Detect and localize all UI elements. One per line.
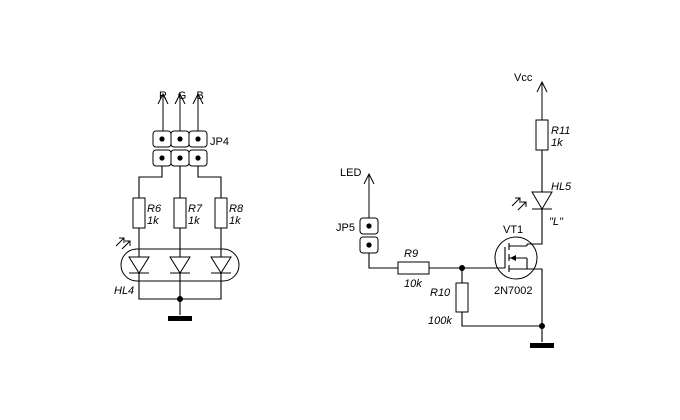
- indicator-led-circuit: Vcc R11 1k HL5 "L" LED: [336, 72, 572, 348]
- led-hl5-caption: "L": [549, 216, 564, 228]
- resistor-r6-ref: R6: [147, 203, 162, 215]
- signal-arrow-g: G: [174, 90, 187, 131]
- wire-r8-top: [197, 166, 222, 198]
- resistor-r6: R6 1k: [132, 197, 162, 229]
- diode-red: [128, 256, 150, 274]
- vcc-arrow: Vcc: [514, 72, 548, 120]
- ground-symbol: [530, 343, 554, 348]
- resistor-r11: R11 1k: [535, 119, 570, 151]
- light-emission-icon: [511, 197, 527, 211]
- junction-dot: [539, 323, 545, 329]
- wire-r10-ground: [461, 312, 542, 327]
- resistor-r9-value: 10k: [404, 278, 422, 290]
- resistor-r7-value: 1k: [188, 215, 200, 227]
- transistor-part-number: 2N7002: [494, 285, 533, 297]
- diode-green: [169, 256, 191, 274]
- signal-label-r: R: [159, 90, 167, 102]
- resistor-r11-value: 1k: [551, 137, 563, 149]
- header-jp5: JP5: [336, 217, 379, 254]
- header-jp4: JP4: [152, 130, 229, 167]
- led-hl5-label: HL5: [551, 181, 572, 193]
- junction-dot: [177, 296, 183, 302]
- resistor-r8-ref: R8: [229, 203, 244, 215]
- resistor-r9: R9 10k: [397, 248, 430, 290]
- signal-label-g: G: [178, 90, 187, 102]
- led-input-label: LED: [340, 167, 361, 179]
- resistor-r7: R7 1k: [173, 197, 203, 229]
- diode-blue: [210, 256, 232, 274]
- wire-source-ground: [527, 268, 543, 342]
- diode-hl5: HL5 "L": [531, 181, 572, 228]
- header-jp5-label: JP5: [336, 222, 355, 234]
- light-emission-icon: [115, 237, 131, 250]
- vcc-label: Vcc: [514, 72, 533, 84]
- resistor-r7-ref: R7: [188, 203, 203, 215]
- led-input-arrow: LED: [340, 167, 375, 218]
- header-jp4-label: JP4: [210, 136, 229, 148]
- resistor-r6-value: 1k: [147, 215, 159, 227]
- wire-common-cathode: [138, 273, 222, 315]
- led-hl4-label: HL4: [114, 285, 134, 297]
- wire-hl5-drain: [527, 209, 543, 245]
- wire-r6-top: [138, 166, 163, 198]
- resistor-r9-ref: R9: [404, 248, 418, 260]
- signal-arrow-b: B: [192, 90, 204, 131]
- signal-arrow-r: R: [157, 90, 169, 131]
- transistor-vt1-ref: VT1: [503, 224, 523, 236]
- resistor-r10-value: 100k: [428, 315, 452, 327]
- resistor-r11-ref: R11: [551, 125, 570, 137]
- ground-symbol: [168, 316, 192, 321]
- resistor-r10-ref: R10: [430, 287, 451, 299]
- resistor-r8-value: 1k: [229, 215, 241, 227]
- wire-jp5-r9: [368, 253, 398, 269]
- signal-label-b: B: [196, 90, 203, 102]
- resistor-r8: R8 1k: [214, 197, 244, 229]
- mosfet-vt1: VT1 2N7002: [494, 224, 538, 297]
- rgb-led-circuit: R G B JP4: [114, 90, 244, 321]
